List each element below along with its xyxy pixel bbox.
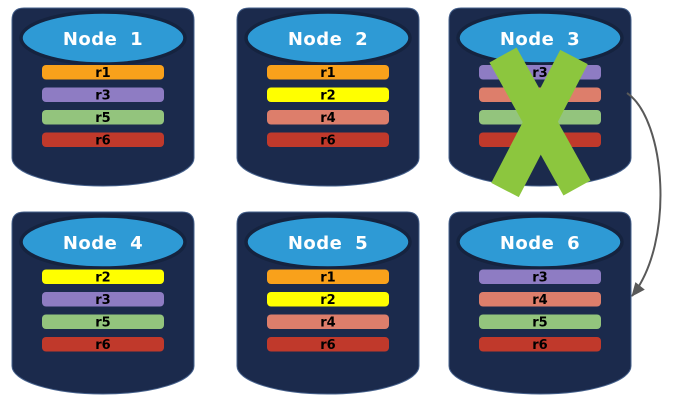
node-title: Node 4 [63,233,143,254]
replica-bar-r5 [42,110,164,125]
cylinder-top [244,10,412,66]
replica-bar-r6 [267,132,389,147]
replica-label: r3 [532,271,547,286]
replica-bar-r2 [42,269,164,284]
db-cylinder-node-6: Node 6 r3 r4 r5 r6 [448,211,632,395]
replica-label: r2 [320,293,335,308]
db-cylinder-node-5: Node 5 r1 r2 r4 r6 [236,211,420,395]
cylinder-top [19,214,187,270]
cylinder-top [19,10,187,66]
replica-label: r6 [320,134,335,149]
replica-label: r3 [95,293,110,308]
node-title: Node 2 [288,29,368,50]
replica-label: r4 [532,293,547,308]
replica-bar-r4 [479,292,601,307]
failure-x-icon [489,47,591,198]
replica-label: r4 [320,111,335,126]
replica-bar-r5 [42,314,164,329]
node-title: Node 1 [63,29,143,50]
replica-label: r6 [320,338,335,353]
replica-bar-r6 [267,337,389,352]
node-title: Node 5 [288,233,368,254]
replica-bar-r1 [267,65,389,80]
replica-label: r6 [95,338,110,353]
replica-label: r3 [532,66,547,81]
node-title: Node 3 [500,29,580,50]
replica-bar-r3 [42,87,164,102]
replica-label: r2 [320,89,335,104]
db-cylinder-node-4: Node 4 r2 r3 r5 r6 [11,211,195,395]
cylinder-top [456,214,624,270]
replica-label: r6 [95,134,110,149]
replica-bar-r1 [267,269,389,284]
replica-label: r5 [95,111,110,126]
replica-label: r5 [95,316,110,331]
replica-label: r5 [532,316,547,331]
replica-label: r4 [320,316,335,331]
db-cylinder-node-2: Node 2 r1 r2 r4 r6 [236,7,420,187]
replica-label: r1 [95,66,110,81]
cylinder-top [456,10,624,66]
replica-label: r6 [532,338,547,353]
replica-bar-r3 [479,269,601,284]
replica-bar-r4 [267,314,389,329]
replica-label: r1 [320,66,335,81]
replica-bar-r6 [479,337,601,352]
db-cylinder-node-1: Node 1 r1 r3 r5 r6 [11,7,195,187]
node-title: Node 6 [500,233,580,254]
replica-bar-r4 [267,110,389,125]
replica-label: r2 [95,271,110,286]
replica-bar-r5 [479,314,601,329]
replica-bar-r6 [42,337,164,352]
cylinder-top [244,214,412,270]
replica-bar-r1 [42,65,164,80]
replica-bar-r2 [267,292,389,307]
replica-bar-r6 [42,132,164,147]
failover-arrow-icon [626,92,662,297]
replica-label: r1 [320,271,335,286]
replica-bar-r3 [42,292,164,307]
replica-label: r3 [95,89,110,104]
replica-bar-r2 [267,87,389,102]
